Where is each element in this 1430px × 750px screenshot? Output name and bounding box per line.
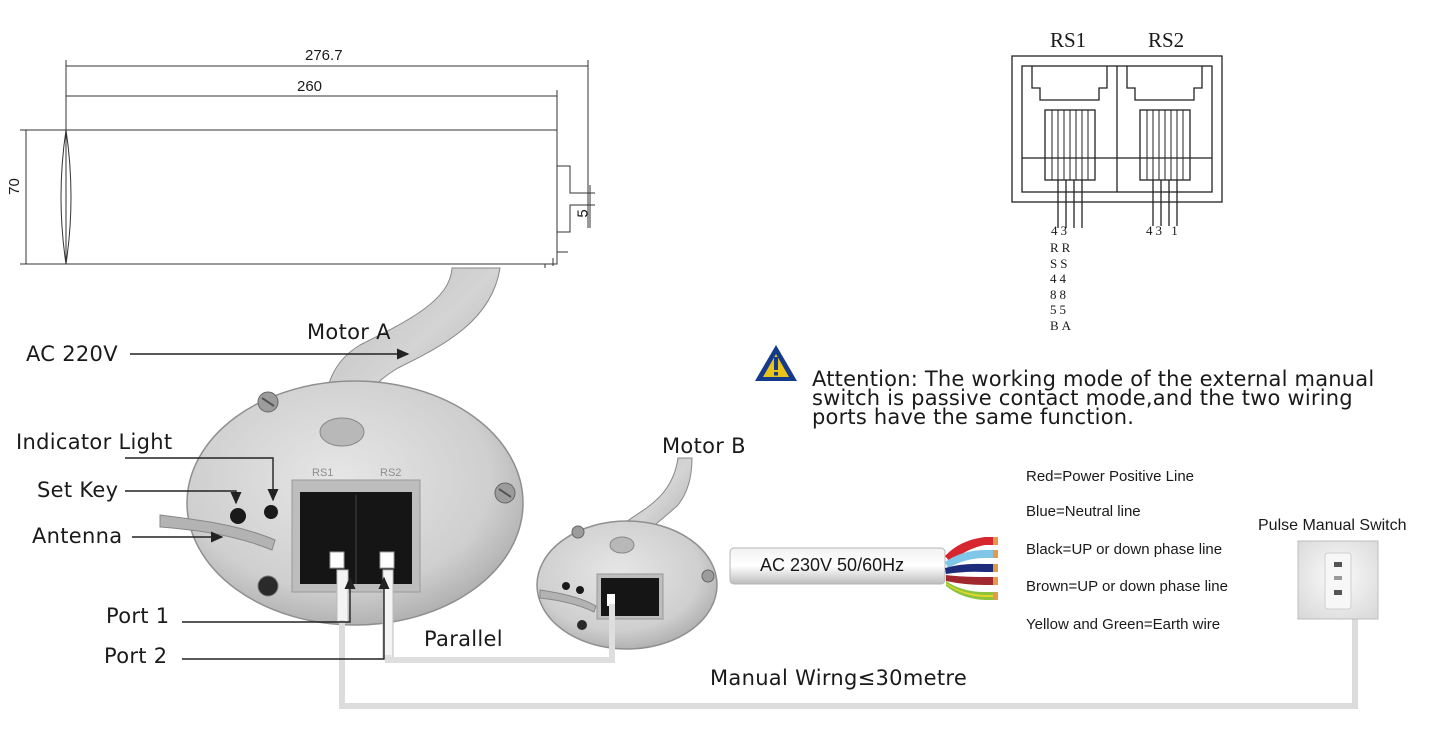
pin-letter-row: BA	[1050, 317, 1075, 333]
warning-icon	[755, 345, 797, 381]
pin-letter-row: RR	[1050, 240, 1074, 255]
dim-overall-length: 276.7	[305, 47, 343, 64]
motor-a-head	[159, 267, 524, 659]
rs1-label: RS1	[1050, 28, 1087, 52]
set-key-label: Set Key	[37, 478, 119, 502]
cable-label: AC 230V 50/60Hz	[760, 555, 905, 575]
port-1-label: Port 1	[106, 604, 170, 628]
ac-220v-label: AC 220V	[26, 342, 118, 366]
wire-legend-black: Black=UP or down phase line	[1026, 541, 1223, 558]
rs1-pin-letters: RR SS 44 88 55 BA	[1050, 240, 1090, 333]
parallel-label: Parallel	[424, 627, 503, 651]
port-schematic	[1011, 55, 1223, 228]
motor-a-label: Motor A	[307, 320, 391, 344]
port-2-label: Port 2	[104, 644, 168, 668]
leader-lines	[125, 348, 410, 660]
motor-outline-drawing	[20, 60, 595, 268]
wiring	[339, 604, 1358, 709]
panel-rs2-label: RS2	[380, 467, 402, 479]
dim-height: 70	[5, 178, 23, 195]
dim-end-offset: 5	[574, 209, 592, 218]
manual-wiring-label: Manual Wirng≤30metre	[710, 666, 968, 690]
wire-legend-blue: Blue=Neutral line	[1026, 503, 1141, 520]
panel-rs1-label: RS1	[312, 467, 334, 479]
rs1-pin-numbers: 43	[1051, 223, 1070, 238]
wire-legend-earth: Yellow and Green=Earth wire	[1026, 616, 1221, 633]
attention-line: switch is passive contact mode,and the t…	[812, 386, 1353, 410]
antenna-label: Antenna	[32, 524, 123, 548]
pulse-switch-label: Pulse Manual Switch	[1258, 517, 1407, 534]
indicator-light-label: Indicator Light	[16, 430, 173, 454]
wire-legend-brown: Brown=UP or down phase line	[1026, 578, 1228, 595]
dim-tube-length: 260	[297, 78, 323, 95]
wire-legend-red: Red=Power Positive Line	[1026, 468, 1195, 485]
rs2-pin-numbers: 43 1	[1146, 223, 1181, 238]
pulse-manual-switch	[1297, 540, 1379, 620]
motor-b-label: Motor B	[662, 434, 746, 458]
attention-line: ports have the same function.	[812, 405, 1135, 429]
motor-b-head	[536, 457, 718, 650]
pin-letter-row: SS	[1050, 255, 1071, 271]
rs2-label: RS2	[1148, 28, 1185, 52]
pin-letter-row: 44	[1050, 271, 1069, 286]
attention-note: Attention: The working mode of the exter…	[812, 367, 1422, 429]
pin-letter-row: 55	[1050, 302, 1069, 317]
pin-letter-row: 88	[1050, 286, 1069, 302]
attention-line: Attention: The working mode of the exter…	[812, 367, 1375, 391]
power-cable	[729, 537, 998, 600]
